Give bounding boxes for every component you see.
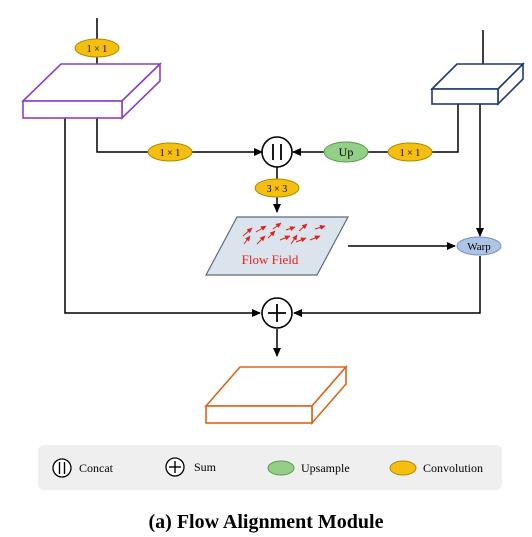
sum-op	[261, 297, 293, 329]
conv-top-left-label: 1 × 1	[87, 44, 108, 55]
figure-caption: (a) Flow Alignment Module	[149, 511, 384, 533]
conv-mid-right-label: 1 × 1	[400, 148, 421, 159]
legend-sum-label: Sum	[194, 460, 217, 474]
output-feature-box	[204, 364, 348, 426]
legend-sum: Sum	[165, 457, 217, 477]
low-level-feature-box	[21, 62, 162, 120]
upsample-op: Up	[323, 141, 369, 163]
flow-field-label: Flow Field	[242, 252, 299, 267]
legend-concat-label: Concat	[79, 461, 114, 475]
high-to-concat-line	[292, 104, 459, 156]
conv-3x3-label: 3 × 3	[267, 184, 288, 195]
conv-mid-left-label: 1 × 1	[160, 148, 181, 159]
low-to-sum-line	[64, 118, 261, 317]
legend: Concat Sum Upsample Convolution	[38, 445, 502, 490]
upsample-op-label: Up	[339, 145, 354, 159]
legend-upsample-label: Upsample	[301, 461, 350, 475]
high-level-feature-box	[430, 62, 525, 106]
flow-field-panel: Flow Field	[204, 216, 350, 276]
legend-convolution: Convolution	[389, 460, 483, 476]
legend-upsample: Upsample	[267, 460, 350, 476]
low-to-concat-line	[96, 118, 263, 156]
warp-to-sum-line	[293, 256, 481, 317]
warp-op-label: Warp	[467, 241, 491, 253]
conv-3x3: 3 × 3	[254, 178, 300, 198]
legend-concat: Concat	[52, 458, 114, 478]
conv-mid-left: 1 × 1	[147, 142, 193, 162]
concat-op	[261, 136, 293, 168]
flow-vectors	[242, 222, 326, 245]
warp-op: Warp	[456, 236, 502, 256]
conv-mid-right: 1 × 1	[387, 142, 433, 162]
conv-top-left: 1 × 1	[74, 38, 120, 58]
legend-convolution-label: Convolution	[423, 461, 483, 475]
